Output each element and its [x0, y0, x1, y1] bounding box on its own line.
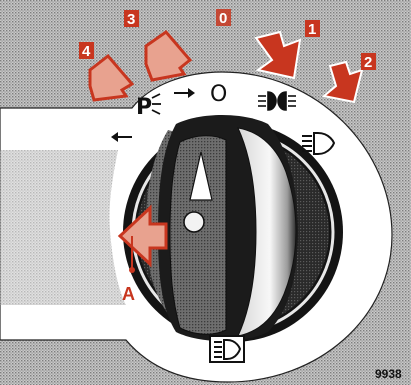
parking-light-icon [151, 93, 161, 115]
off-position-label: O [210, 82, 227, 107]
bezel-shade [0, 150, 126, 305]
callout-dot [129, 267, 135, 273]
position-label-0: 0 [216, 9, 231, 27]
pull-out-arrow [117, 204, 168, 268]
position-label-3: 3 [124, 10, 139, 28]
svg-text:3: 3 [127, 11, 135, 28]
side-light-icon [258, 91, 296, 111]
position-arrow-3 [144, 29, 193, 82]
svg-text:0: 0 [219, 10, 227, 27]
knob-highlight [237, 127, 297, 337]
svg-text:2: 2 [364, 54, 372, 71]
knob-left-grip [169, 135, 227, 335]
position-label-1: 1 [305, 20, 320, 38]
position-arrow-4 [88, 53, 135, 102]
knob-detent-button [183, 211, 205, 233]
svg-text:4: 4 [82, 43, 91, 60]
position-arrow-1 [254, 30, 302, 80]
left-arrow-icon [111, 132, 132, 142]
callout-label-a: A [122, 284, 135, 304]
fog-light-icon [209, 335, 245, 363]
position-label-2: 2 [361, 53, 376, 71]
position-label-4: 4 [79, 42, 94, 60]
svg-text:1: 1 [308, 21, 316, 38]
headlamp-icon [302, 132, 336, 155]
parking-light-label: P [136, 95, 152, 120]
position-arrow-2 [321, 60, 364, 104]
figure-number: 9938 [375, 367, 402, 381]
right-arrow-icon [174, 88, 195, 98]
direction-arrow-icon [189, 151, 213, 201]
